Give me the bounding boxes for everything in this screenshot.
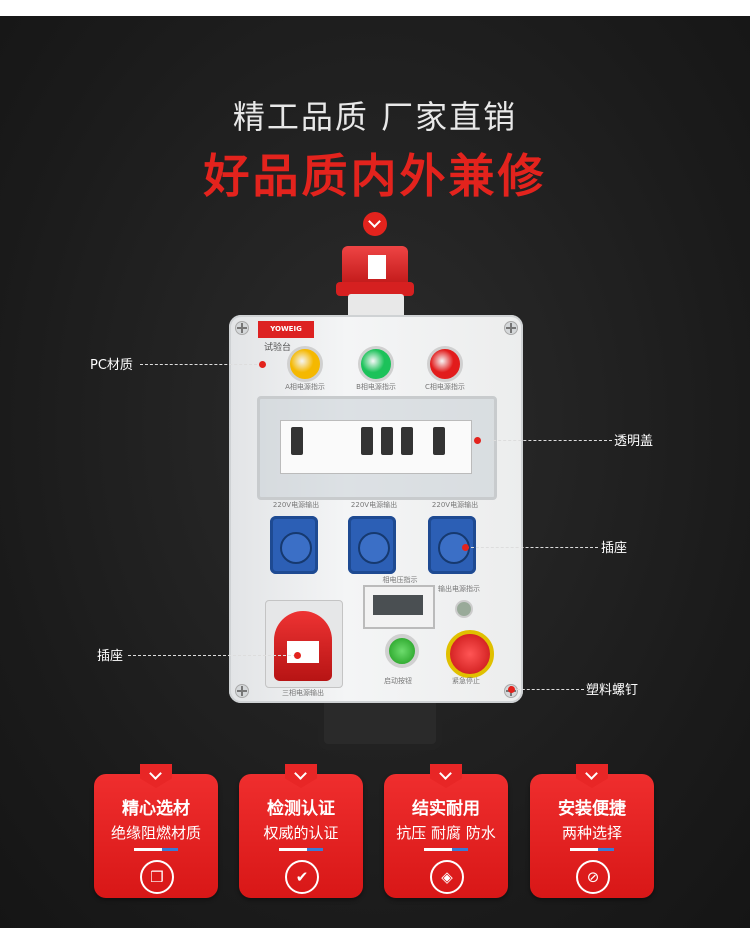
lamp-label-c: C相电源指示 <box>425 383 465 391</box>
chevron-down-icon <box>576 764 608 788</box>
chevron-down-icon <box>140 764 172 788</box>
card-divider <box>570 848 614 851</box>
indicator-label: 输出电源指示 <box>438 585 480 593</box>
callout-dot <box>462 544 469 551</box>
diamond-icon: ◈ <box>430 860 464 894</box>
plug-base <box>348 294 404 318</box>
card-subtitle: 权威的认证 <box>263 824 339 842</box>
callout-dot <box>508 686 515 693</box>
callout-socket-left: 插座 <box>97 649 124 664</box>
callout-cover: 透明盖 <box>614 434 654 449</box>
breaker-switch <box>433 427 445 455</box>
check-icon: ✔ <box>285 860 319 894</box>
lamp-label-b: B相电源指示 <box>356 383 396 391</box>
red-socket-label: 三相电源输出 <box>282 689 324 697</box>
page-subtitle: 好品质内外兼修 <box>203 149 547 203</box>
card-title: 精心选材 <box>122 799 190 819</box>
card-subtitle: 绝缘阻燃材质 <box>110 824 201 842</box>
card-title: 安装便捷 <box>558 799 626 819</box>
socket-label-1: 220V电源输出 <box>272 501 320 509</box>
blue-socket <box>270 516 318 574</box>
callout-line <box>466 547 598 548</box>
card-subtitle: 抗压 耐腐 防水 <box>396 824 496 842</box>
brand-logo: YOWEIG <box>258 321 314 338</box>
callout-pc: PC材质 <box>90 358 133 373</box>
top-strip <box>0 0 750 16</box>
callout-line <box>512 689 584 690</box>
page-title: 精工品质 厂家直销 <box>232 98 518 136</box>
callout-dot <box>259 361 266 368</box>
socket-label-2: 220V电源输出 <box>350 501 398 509</box>
breaker-switch <box>401 427 413 455</box>
feature-card-install: 安装便捷 两种选择 ⊘ <box>530 764 654 898</box>
callout-line <box>478 440 612 441</box>
indicator-lamp-b <box>358 346 394 382</box>
callout-dot <box>474 437 481 444</box>
screw-icon <box>235 321 249 335</box>
feature-card-certification: 检测认证 权威的认证 ✔ <box>239 764 363 898</box>
card-title: 结实耐用 <box>412 799 480 819</box>
red-three-phase-socket <box>265 600 343 688</box>
card-divider <box>424 848 468 851</box>
meter-label: 相电压指示 <box>382 576 418 584</box>
card-subtitle: 两种选择 <box>561 824 622 842</box>
screw-icon <box>504 321 518 335</box>
breaker-switch <box>381 427 393 455</box>
callout-screw: 塑料螺钉 <box>586 683 639 698</box>
feature-card-materials: 精心选材 绝缘阻燃材质 ❒ <box>94 764 218 898</box>
callout-line <box>140 364 262 365</box>
breaker-switch <box>361 427 373 455</box>
circuit-breakers <box>280 420 472 474</box>
small-indicator <box>455 600 473 618</box>
lamp-label-a: A相电源指示 <box>285 383 325 391</box>
blue-socket <box>428 516 476 574</box>
plug-label <box>368 255 386 279</box>
emergency-stop-button <box>446 630 494 678</box>
blue-socket <box>348 516 396 574</box>
start-button <box>385 634 419 668</box>
chevron-down-icon <box>430 764 462 788</box>
callout-socket-right: 插座 <box>601 541 628 556</box>
tool-icon: ⊘ <box>576 860 610 894</box>
box-label: 试验台 <box>264 343 292 353</box>
card-divider <box>279 848 323 851</box>
start-label: 启动按钮 <box>384 677 412 685</box>
feature-card-durable: 结实耐用 抗压 耐腐 防水 ◈ <box>384 764 508 898</box>
cubes-icon: ❒ <box>140 860 174 894</box>
card-divider <box>134 848 178 851</box>
card-title: 检测认证 <box>267 799 335 819</box>
socket-label-3: 220V电源输出 <box>431 501 479 509</box>
estop-label: 紧急停止 <box>452 677 480 685</box>
indicator-lamp-c <box>427 346 463 382</box>
voltage-meter <box>363 585 435 629</box>
plug-ring <box>336 282 414 296</box>
chevron-down-icon <box>285 764 317 788</box>
box-handle <box>318 698 442 750</box>
callout-line <box>128 655 296 656</box>
indicator-lamp-a <box>287 346 323 382</box>
callout-dot <box>294 652 301 659</box>
screw-icon <box>235 684 249 698</box>
chevron-down-icon <box>363 212 387 236</box>
breaker-switch <box>291 427 303 455</box>
